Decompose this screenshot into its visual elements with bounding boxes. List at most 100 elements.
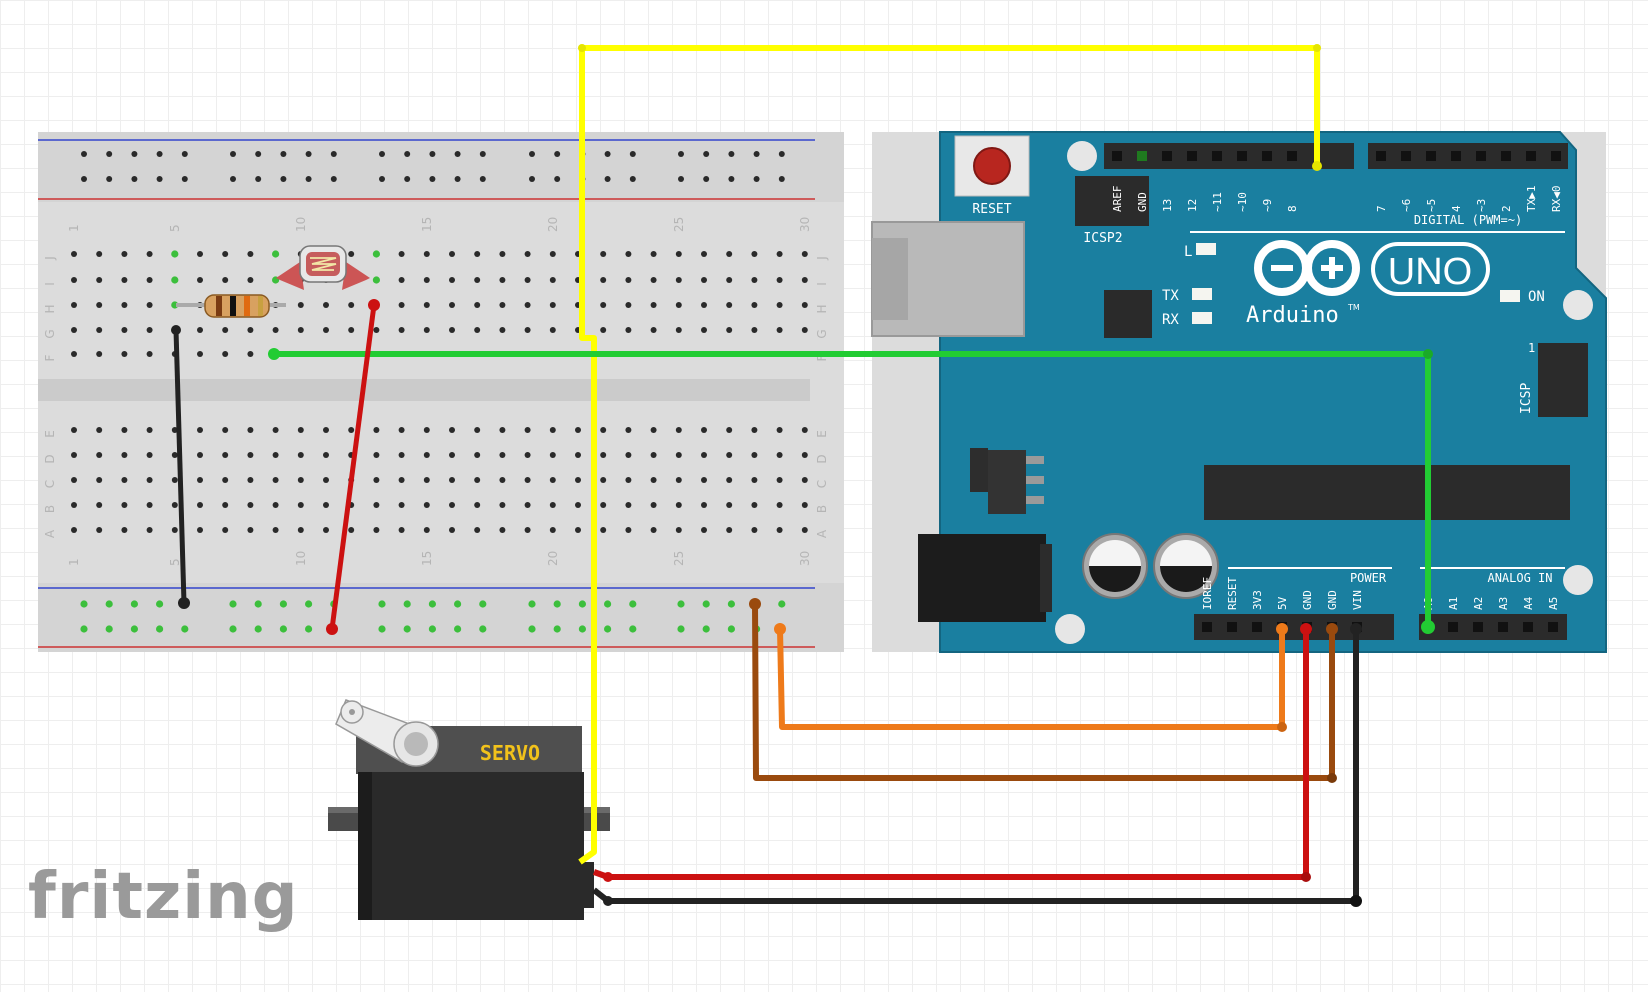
rail-hole [454,600,462,608]
wire-endpoint [1313,44,1321,52]
breadboard-hole [675,427,682,433]
breadboard-hole [701,452,707,458]
breadboard-hole [801,452,808,458]
breadboard-hole [121,452,128,458]
wire-red-servo[interactable] [592,629,1309,880]
rail-hole [702,600,710,608]
rail-hole [130,600,138,608]
breadboard-hole [171,276,179,284]
capacitor [1153,533,1219,599]
breadboard-hole [197,327,203,333]
breadboard-hole [398,327,405,333]
icsp-pin1: 1 [1528,341,1535,355]
rail-hole [379,151,385,157]
breadboard-hole [499,277,506,283]
breadboard-hole [776,427,783,433]
resistor [176,294,286,318]
rail-hole [479,625,487,633]
wire-endpoint [1327,773,1337,783]
breadboard-hole [121,427,128,433]
rail-hole [229,625,237,633]
breadboard-hole [272,527,279,533]
rail-hole [181,151,188,157]
breadboard-hole [197,527,203,533]
breadboard-hole [146,502,153,508]
rail-hole [753,151,760,157]
rail-hole [229,600,237,608]
breadboard-hole [600,302,607,308]
breadboard-hole [675,502,682,508]
rail-hole [230,151,236,157]
header-pin [1451,151,1461,161]
wire-red-breadboard[interactable] [329,304,377,630]
breadboard-hole [776,327,783,333]
rail-hole [130,625,138,633]
breadboard-hole [726,277,733,283]
breadboard-hole [549,452,556,458]
breadboard-hole [751,251,758,257]
breadboard-hole [549,427,556,433]
wire-brown[interactable] [752,603,1335,781]
rail-hole [479,176,486,182]
breadboard-hole [524,277,531,283]
uno-badge [1371,242,1490,296]
wire-endpoint [1326,623,1338,635]
breadboard-hole [675,277,682,283]
breadboard-hole [222,452,229,458]
header-pin [1252,622,1262,632]
breadboard-hole [348,251,355,257]
rail-hole [778,151,785,157]
pin-label: A4 [1522,596,1535,610]
wire-black-breadboard[interactable] [173,329,187,604]
rail-hole [629,176,636,182]
icsp2-label: ICSP2 [1083,231,1122,246]
rail-hole [255,151,262,157]
led-l [1196,243,1216,255]
breadboard-hole [474,302,481,308]
breadboard-hole [751,277,758,283]
breadboard-hole [373,452,380,458]
rail-hole [629,625,637,633]
pin-label: A3 [1497,597,1510,610]
breadboard-hole [625,502,632,508]
wire-orange[interactable] [777,628,1285,730]
wire-black-servo[interactable] [592,629,1359,904]
breadboard-hole [272,452,279,458]
rail-hole [604,176,611,182]
logo-uno: UNO [1388,251,1472,293]
breadboard-hole [247,327,254,333]
header-pin [1501,151,1511,161]
rail-hole [105,600,113,608]
breadboard-hole [801,277,808,283]
breadboard-hole [197,427,203,433]
breadboard-hole [247,477,254,483]
breadboard-hole [398,277,405,283]
breadboard-hole [701,427,707,433]
rail-hole [454,151,461,157]
row-letter: E [815,430,829,438]
breadboard-hole [121,277,128,283]
breadboard-hole [499,527,506,533]
breadboard-hole [297,477,304,483]
reset-button-cap[interactable] [973,147,1011,185]
breadboard-hole [600,527,607,533]
breadboard-hole [625,427,632,433]
breadboard-hole [222,527,229,533]
rail-hole [604,625,612,633]
breadboard-hole [96,427,103,433]
logo-tm: TM [1347,303,1360,312]
breadboard-hole [524,452,531,458]
breadboard-hole [71,251,77,257]
breadboard-hole [222,502,229,508]
wire-endpoint [603,896,613,906]
breadboard-hole [524,327,531,333]
voltage-regulator-tab [970,448,988,492]
mounting-hole [1055,614,1085,644]
breadboard-hole [474,251,481,257]
pin-label: 13 [1161,199,1174,212]
rail-hole [428,625,436,633]
breadboard-hole [625,277,632,283]
breadboard-hole [801,302,808,308]
rail-hole [254,600,262,608]
